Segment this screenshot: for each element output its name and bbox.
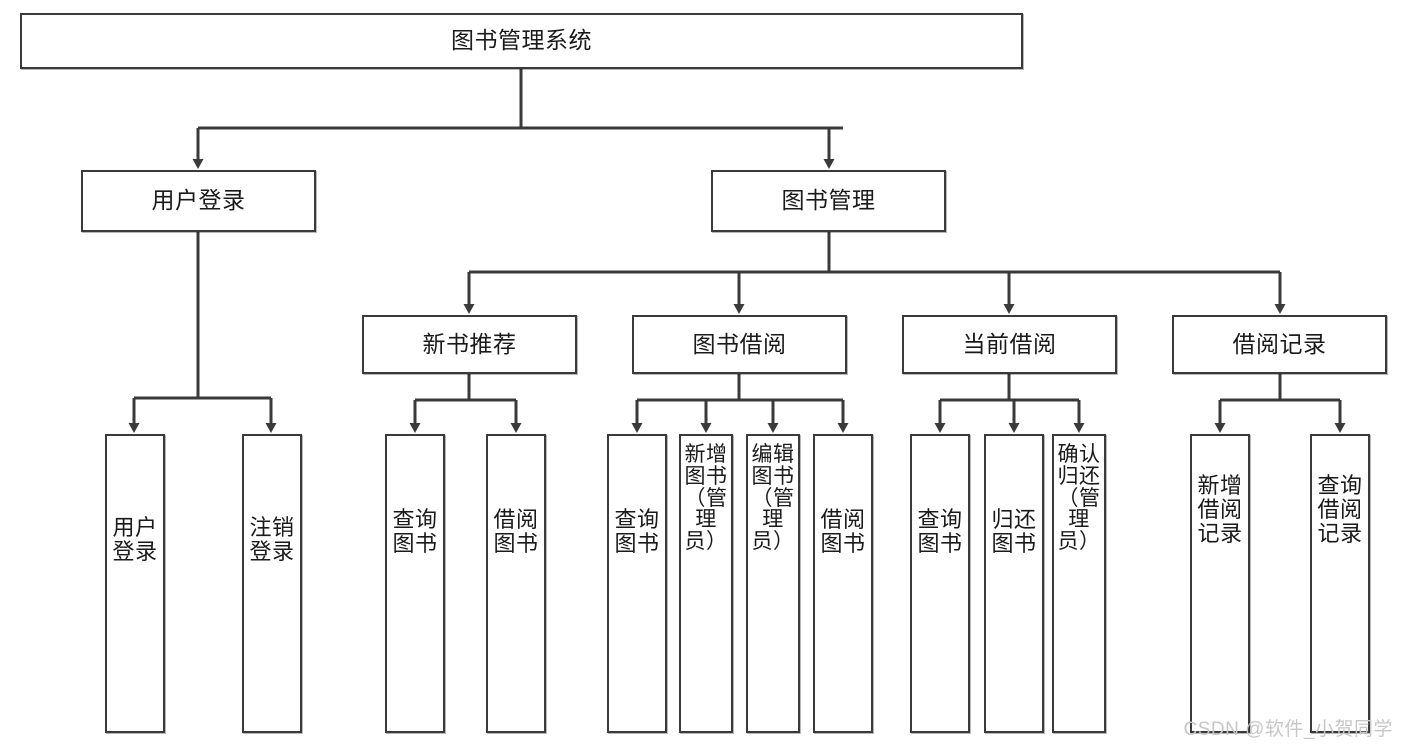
node-leaf-query-book-current-label: 查询图书 <box>917 507 963 556</box>
node-leaf-borrow-book-label: 借阅图书 <box>820 507 866 556</box>
node-leaf-query-book-rec[interactable]: 查询图书 <box>385 434 445 733</box>
node-leaf-user-login-label: 用户登录 <box>112 515 158 564</box>
node-leaf-logout-login[interactable]: 注销登录 <box>242 434 302 733</box>
node-book-borrow-label: 图书借阅 <box>692 330 787 357</box>
node-leaf-add-borrow-record[interactable]: 新增借阅记录 <box>1190 434 1250 733</box>
node-new-book-rec-label: 新书推荐 <box>422 330 517 357</box>
node-leaf-confirm-return-admin[interactable]: 确认归还（管理员） <box>1052 434 1106 733</box>
node-book-manage-label: 图书管理 <box>781 187 876 214</box>
node-leaf-borrow-book-rec[interactable]: 借阅图书 <box>486 434 546 733</box>
node-leaf-query-borrow-record[interactable]: 查询借阅记录 <box>1310 434 1370 733</box>
node-leaf-query-book-current[interactable]: 查询图书 <box>910 434 970 733</box>
node-leaf-borrow-book-rec-label: 借阅图书 <box>493 507 539 556</box>
node-user-login-label: 用户登录 <box>151 187 246 214</box>
node-borrow-record[interactable]: 借阅记录 <box>1172 315 1387 374</box>
node-leaf-query-borrow-record-label: 查询借阅记录 <box>1317 473 1363 546</box>
node-book-borrow[interactable]: 图书借阅 <box>632 315 847 374</box>
node-leaf-confirm-return-admin-label: 确认归还（管理员） <box>1057 443 1101 554</box>
node-leaf-query-book-borrow-label: 查询图书 <box>614 507 660 556</box>
node-current-borrow-label: 当前借阅 <box>962 330 1057 357</box>
node-root-label: 图书管理系统 <box>451 27 592 54</box>
node-leaf-logout-login-label: 注销登录 <box>249 515 295 564</box>
csdn-watermark: CSDN @软件_小贺同学 <box>1183 719 1393 740</box>
node-user-login[interactable]: 用户登录 <box>81 170 316 232</box>
node-leaf-edit-book-admin-label: 编辑图书（管理员） <box>751 443 795 554</box>
node-leaf-user-login[interactable]: 用户登录 <box>105 434 165 733</box>
node-leaf-return-book[interactable]: 归还图书 <box>984 434 1044 733</box>
node-current-borrow[interactable]: 当前借阅 <box>902 315 1117 374</box>
node-book-manage[interactable]: 图书管理 <box>711 170 946 232</box>
node-leaf-add-borrow-record-label: 新增借阅记录 <box>1197 473 1243 546</box>
node-borrow-record-label: 借阅记录 <box>1232 330 1327 357</box>
node-leaf-add-book-admin[interactable]: 新增图书（管理员） <box>679 434 733 733</box>
node-new-book-rec[interactable]: 新书推荐 <box>362 315 577 374</box>
node-leaf-return-book-label: 归还图书 <box>991 507 1037 556</box>
node-leaf-query-book-rec-label: 查询图书 <box>392 507 438 556</box>
node-leaf-borrow-book[interactable]: 借阅图书 <box>813 434 873 733</box>
node-leaf-query-book-borrow[interactable]: 查询图书 <box>607 434 667 733</box>
node-leaf-add-book-admin-label: 新增图书（管理员） <box>684 443 728 554</box>
node-root[interactable]: 图书管理系统 <box>20 13 1023 69</box>
node-leaf-edit-book-admin[interactable]: 编辑图书（管理员） <box>746 434 800 733</box>
